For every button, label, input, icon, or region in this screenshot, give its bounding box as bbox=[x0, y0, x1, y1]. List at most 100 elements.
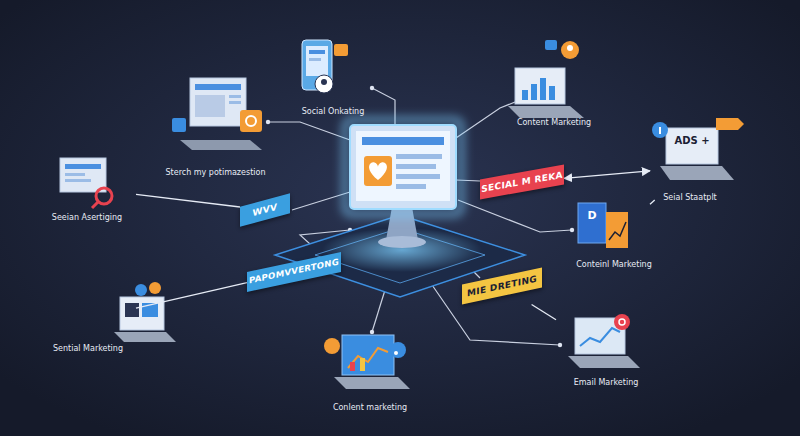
email-laptop-icon bbox=[580, 328, 620, 346]
content-laptop-icon bbox=[334, 377, 410, 389]
central-monitor bbox=[364, 156, 392, 186]
email-laptop-icon bbox=[619, 319, 625, 325]
icon-node: Content Marketing bbox=[503, 45, 605, 127]
advertising-screen-icon bbox=[92, 202, 98, 208]
connector-line bbox=[532, 305, 556, 320]
phone-icon bbox=[315, 75, 333, 93]
central-monitor bbox=[396, 154, 442, 159]
content-laptop-icon bbox=[390, 342, 406, 358]
ads-laptop-icon bbox=[666, 128, 718, 164]
content-laptop-icon bbox=[324, 338, 340, 354]
node-label: Seial Staatplt bbox=[650, 193, 730, 202]
content-laptop-icon bbox=[350, 362, 355, 371]
search-panel-icon bbox=[190, 78, 246, 126]
icon-node: Social Onkating bbox=[288, 40, 378, 116]
icon-node: Conlent marketing bbox=[318, 330, 422, 412]
social-laptop-icon bbox=[120, 297, 164, 330]
ads-laptop-icon bbox=[652, 118, 744, 180]
central-monitor bbox=[396, 184, 426, 189]
advertising-screen-icon bbox=[60, 158, 106, 192]
device-node: D Conteinl Marketing bbox=[566, 200, 662, 275]
central-monitor bbox=[396, 164, 436, 169]
node-label: Conteinl Marketing bbox=[566, 260, 662, 269]
search-panel-icon bbox=[229, 101, 241, 104]
central-monitor bbox=[362, 137, 444, 145]
social-laptop-icon bbox=[149, 282, 161, 294]
search-panel-icon bbox=[195, 95, 225, 117]
advertising-screen-icon bbox=[65, 173, 85, 176]
phone-icon bbox=[306, 46, 328, 76]
email-laptop-icon bbox=[614, 314, 630, 330]
search-panel-icon bbox=[195, 84, 241, 90]
content-laptop-icon bbox=[567, 45, 573, 51]
phone-icon bbox=[302, 40, 348, 93]
node-label: Sential Marketing bbox=[53, 344, 123, 353]
node-label: Seeian Asertiging bbox=[52, 213, 122, 222]
layout-wires bbox=[372, 290, 385, 332]
icon-node: Seeian Asertiging bbox=[38, 155, 136, 222]
content-laptop-icon bbox=[522, 90, 528, 100]
chart-box-icon bbox=[609, 222, 626, 240]
node-label: D bbox=[578, 210, 606, 223]
content-laptop-icon bbox=[549, 86, 555, 100]
advertising-screen-icon bbox=[65, 164, 101, 169]
search-panel-icon bbox=[246, 116, 256, 126]
icon-node: Sterch my potimazestion bbox=[158, 70, 273, 177]
icon-node: Email Marketing bbox=[556, 315, 656, 387]
ads-laptop-icon bbox=[716, 118, 744, 130]
node-label: Sterch my potimazestion bbox=[166, 168, 266, 177]
social-laptop-icon bbox=[114, 282, 176, 342]
connector-line bbox=[136, 194, 240, 207]
phone-icon bbox=[309, 50, 325, 54]
content-laptop-icon bbox=[515, 68, 565, 104]
search-panel-icon bbox=[172, 118, 186, 132]
search-panel-icon bbox=[172, 78, 262, 150]
wire-dot bbox=[370, 330, 374, 334]
central-monitor bbox=[369, 162, 387, 180]
social-laptop-icon bbox=[125, 303, 139, 317]
central-monitor bbox=[396, 174, 440, 179]
content-laptop-icon bbox=[540, 78, 546, 100]
connector-line bbox=[650, 200, 655, 204]
ribbon-text: WVV bbox=[253, 202, 278, 219]
content-laptop-icon bbox=[324, 335, 410, 389]
phone-icon bbox=[321, 79, 327, 85]
central-monitor bbox=[378, 236, 426, 248]
node-label: Conlent marketing bbox=[333, 403, 407, 412]
layout-wires bbox=[458, 200, 572, 232]
ads-laptop-icon bbox=[659, 127, 661, 134]
node-label: Social Onkating bbox=[302, 107, 365, 116]
connector-line bbox=[564, 171, 650, 178]
connector-line bbox=[136, 283, 247, 308]
chart-box-icon bbox=[578, 203, 606, 243]
advertising-screen-icon bbox=[60, 158, 112, 208]
email-laptop-icon bbox=[568, 314, 640, 368]
social-laptop-icon bbox=[135, 284, 147, 296]
search-panel-icon bbox=[180, 140, 262, 150]
chart-box-icon bbox=[578, 203, 628, 248]
advertising-screen-icon bbox=[65, 179, 91, 182]
content-laptop-icon bbox=[394, 351, 398, 355]
ads-laptop-icon bbox=[660, 166, 734, 180]
central-monitor bbox=[350, 125, 456, 209]
layout-wires bbox=[268, 122, 350, 140]
content-laptop-icon bbox=[508, 106, 584, 118]
social-laptop-icon bbox=[114, 332, 176, 342]
icon-node: Sential Marketing bbox=[40, 285, 136, 353]
content-laptop-icon bbox=[531, 84, 537, 100]
phone-icon bbox=[309, 58, 321, 61]
content-laptop-icon bbox=[342, 335, 394, 375]
content-laptop-icon bbox=[561, 41, 579, 59]
device-node: ADS + Seial Staatplt bbox=[650, 125, 730, 210]
wire-dot bbox=[570, 228, 574, 232]
wire-dot bbox=[370, 86, 374, 90]
content-laptop-icon bbox=[545, 40, 557, 50]
social-laptop-icon bbox=[142, 303, 158, 317]
node-label: ADS + bbox=[666, 135, 718, 147]
search-panel-icon bbox=[240, 110, 262, 132]
central-monitor bbox=[356, 131, 450, 201]
node-label: Content Marketing bbox=[517, 118, 591, 127]
layout-wires bbox=[456, 100, 520, 138]
